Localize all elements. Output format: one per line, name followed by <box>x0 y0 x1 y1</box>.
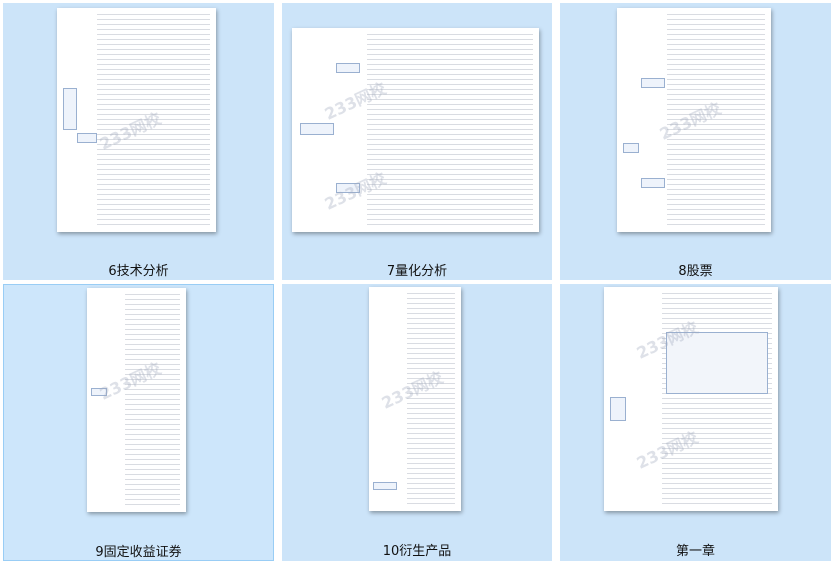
thumbnail-caption: 6技术分析 <box>108 264 169 279</box>
thumbnail-item-7[interactable]: 233网校 233网校 7量化分析 <box>282 3 552 280</box>
mindmap-thumbnail-image: 233网校 233网校 <box>604 287 778 511</box>
thumbnail-caption: 8股票 <box>678 264 713 279</box>
thumbnail-caption: 10衍生产品 <box>382 544 452 559</box>
thumbnail-caption: 第一章 <box>675 544 715 559</box>
mindmap-thumbnail-image: 233网校 <box>617 8 771 232</box>
thumbnail-caption: 7量化分析 <box>386 264 448 279</box>
thumbnail-item-8[interactable]: 233网校 8股票 <box>560 3 831 280</box>
thumbnail-item-10[interactable]: 233网校 10衍生产品 <box>282 284 552 561</box>
mindmap-thumbnail-image: 233网校 233网校 <box>292 28 539 232</box>
thumbnail-caption: 9固定收益证券 <box>95 545 182 560</box>
mindmap-thumbnail-image: 233网校 <box>57 8 216 232</box>
thumbnail-item-ch1[interactable]: 233网校 233网校 第一章 <box>560 284 831 561</box>
mindmap-thumbnail-image: 233网校 <box>87 288 186 512</box>
mindmap-thumbnail-image: 233网校 <box>369 287 461 511</box>
thumbnail-item-9[interactable]: 233网校 9固定收益证券 <box>3 284 274 561</box>
thumbnail-item-6[interactable]: 233网校 6技术分析 <box>3 3 274 280</box>
